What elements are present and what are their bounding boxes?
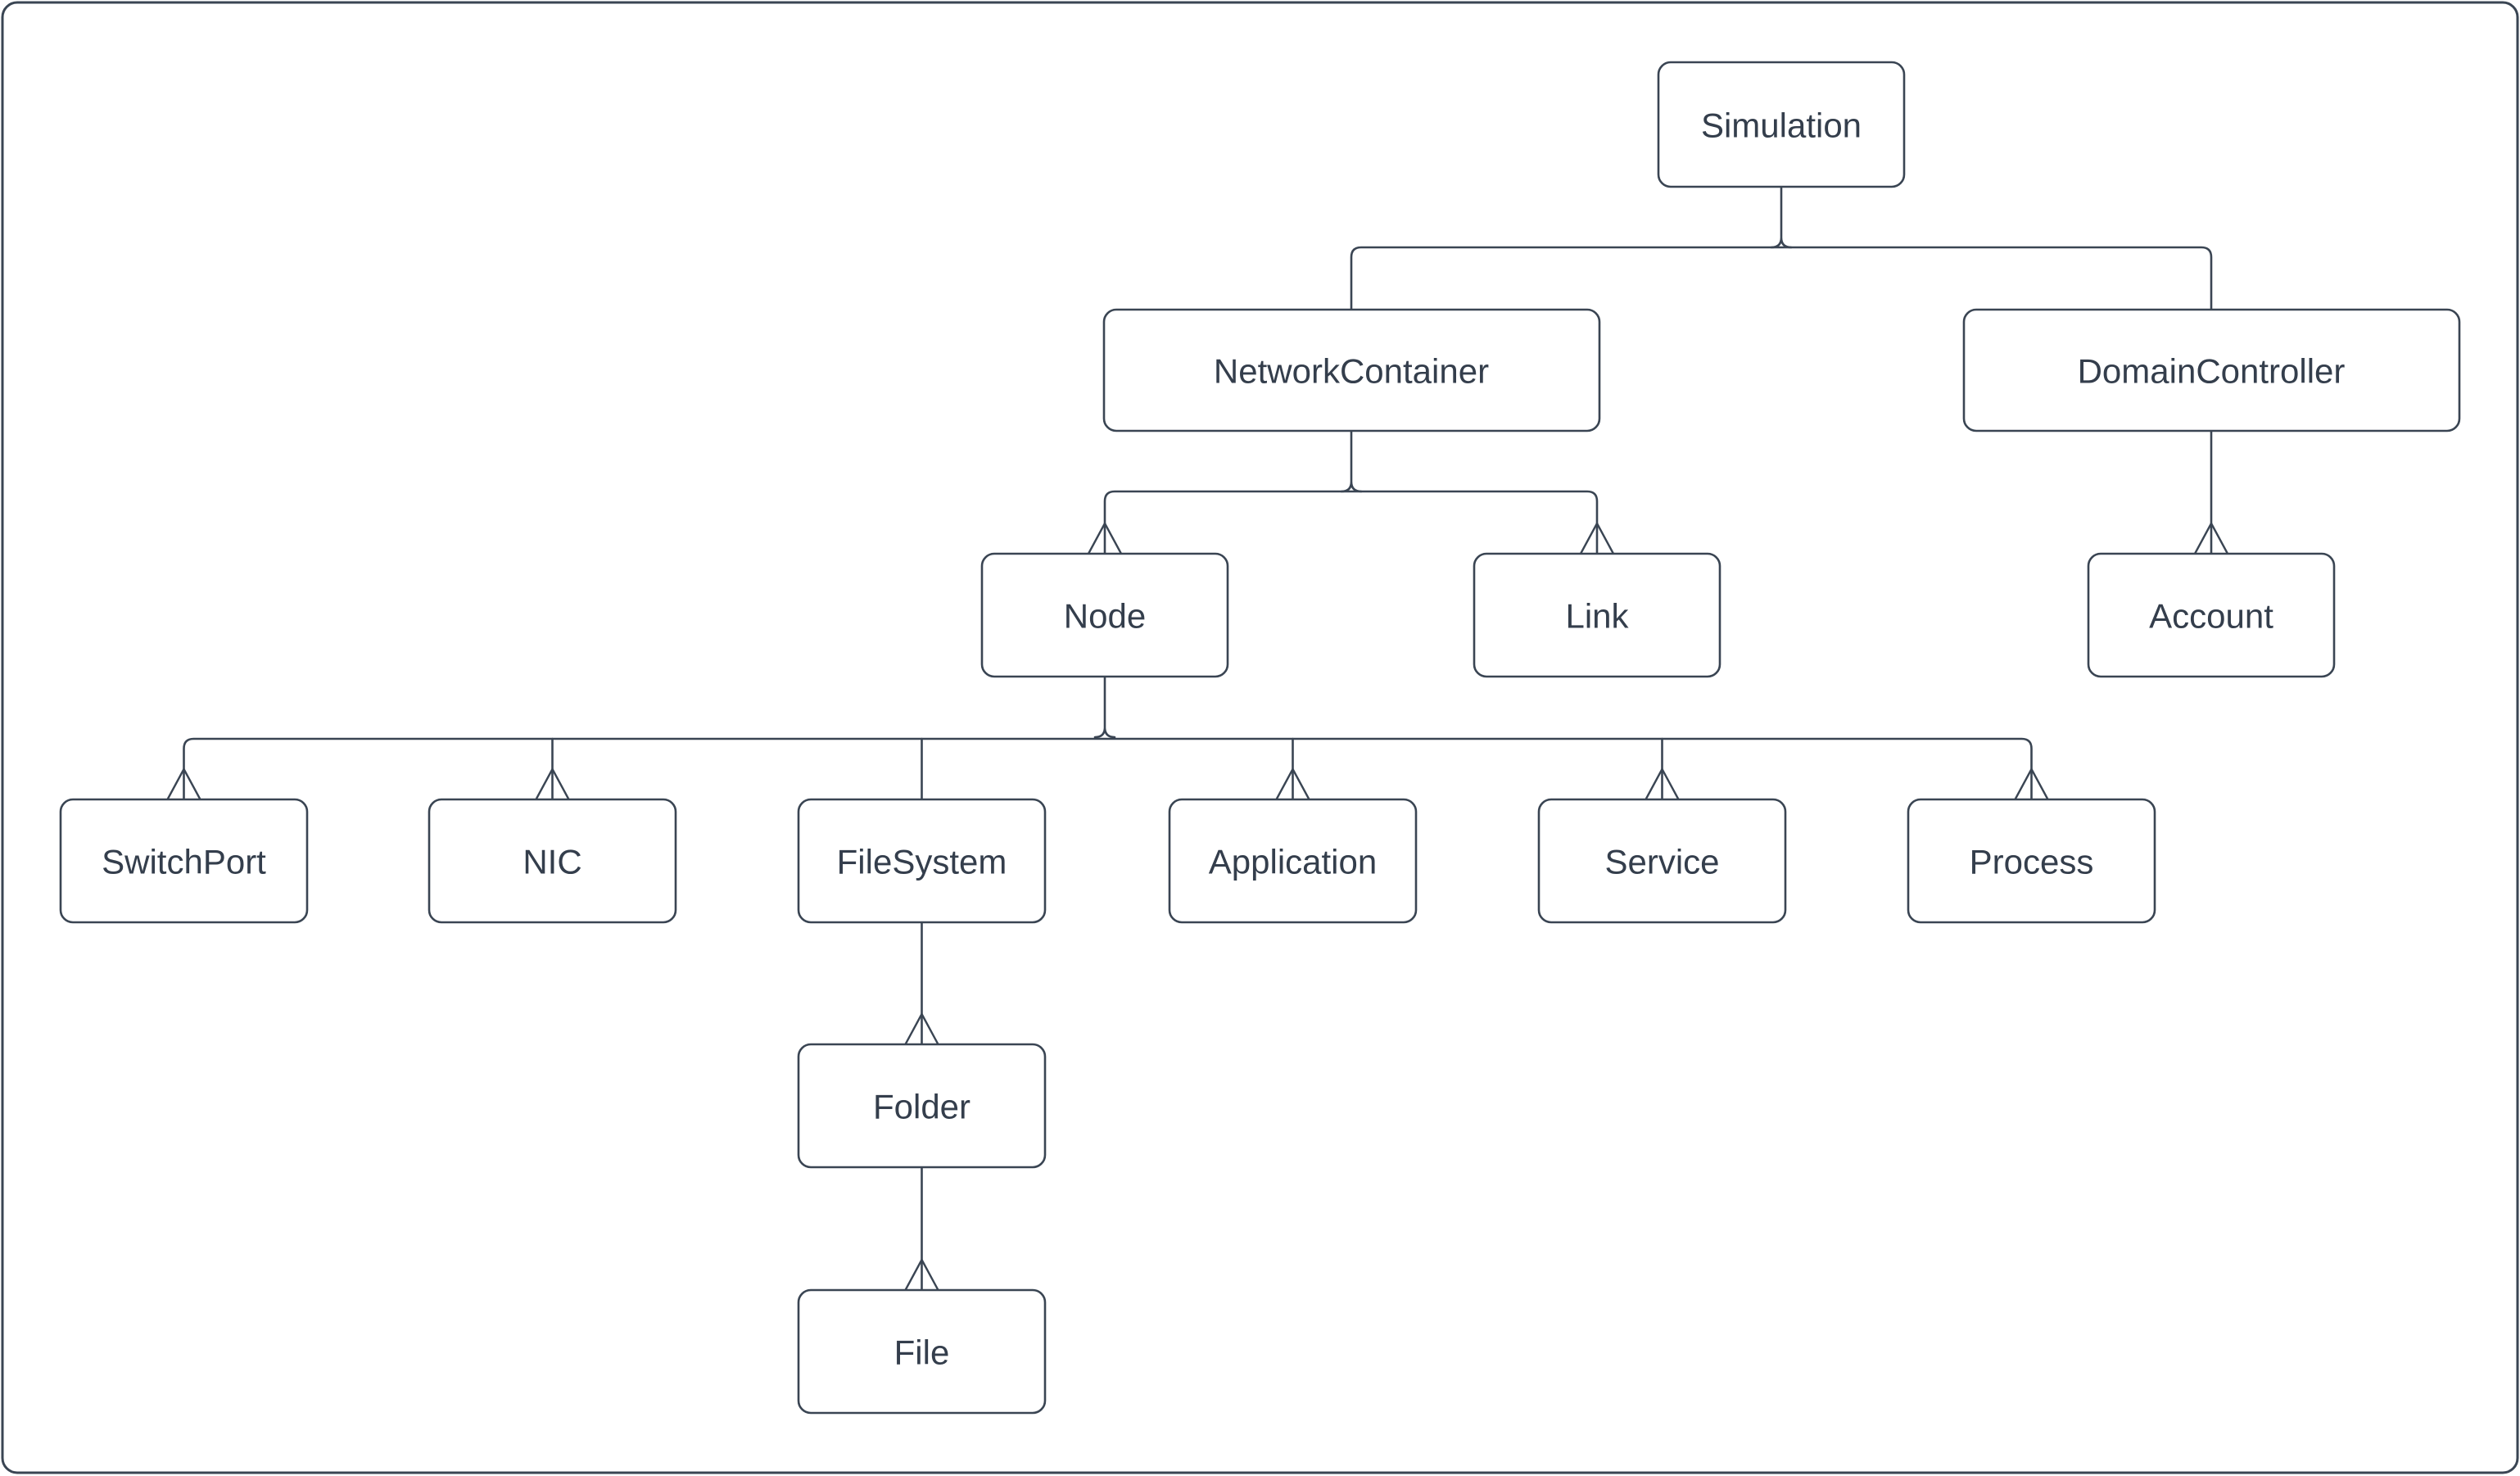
open-arrowhead-link-icon xyxy=(1579,522,1615,555)
simulation-label: Simulation xyxy=(1701,106,1862,145)
file-box xyxy=(797,1288,1047,1415)
diagram-node-switchport: SwitchPort xyxy=(59,798,309,924)
account-label: Account xyxy=(2149,597,2273,636)
application-box xyxy=(1168,798,1418,924)
open-arrowhead-service-icon xyxy=(1645,767,1680,800)
account-box xyxy=(2087,552,2336,678)
open-arrowhead-process-icon xyxy=(2014,767,2049,800)
domaincontroller-label: DomainController xyxy=(2078,352,2346,391)
diagram-node-link: Link xyxy=(1473,552,1721,678)
filesystem-label: FileSystem xyxy=(837,843,1007,881)
open-arrowhead-nic-icon xyxy=(535,767,570,800)
diagram-node-networkcontainer: NetworkContainer xyxy=(1102,308,1601,432)
open-arrowhead-switchport-icon xyxy=(166,767,201,800)
diagram-node-folder: Folder xyxy=(797,1043,1047,1169)
service-label: Service xyxy=(1604,843,1719,881)
diagram-node-domaincontroller: DomainController xyxy=(1962,308,2461,432)
node-label: Node xyxy=(1064,597,1146,636)
networkcontainer-box xyxy=(1102,308,1601,432)
open-arrowhead-node-icon xyxy=(1087,522,1123,555)
connector-networkcontainer-drop xyxy=(1340,429,1363,493)
process-box xyxy=(1907,798,2156,924)
switchport-label: SwitchPort xyxy=(102,843,266,881)
folder-box xyxy=(797,1043,1047,1169)
link-box xyxy=(1473,552,1721,678)
open-arrowhead-account-icon xyxy=(2193,522,2229,555)
connector-rail-networkcontainer-children xyxy=(1103,490,1599,555)
nic-label: NIC xyxy=(523,843,581,881)
diagram-node-file: File xyxy=(797,1288,1047,1415)
diagram-node-process: Process xyxy=(1907,798,2156,924)
open-arrowhead-application-icon xyxy=(1275,767,1310,800)
process-label: Process xyxy=(1970,843,2094,881)
diagram-node-nic: NIC xyxy=(428,798,677,924)
diagram-node-node: Node xyxy=(980,552,1229,678)
open-arrowhead-file-icon xyxy=(904,1258,939,1291)
diagram-node-service: Service xyxy=(1537,798,1787,924)
open-arrowhead-folder-icon xyxy=(904,1012,939,1045)
node-box xyxy=(980,552,1229,678)
filesystem-box xyxy=(797,798,1047,924)
nic-box xyxy=(428,798,677,924)
link-label: Link xyxy=(1565,597,1629,636)
service-box xyxy=(1537,798,1787,924)
simulation-box xyxy=(1657,61,1906,188)
diagram-node-simulation: Simulation xyxy=(1657,61,1906,188)
diagram-node-account: Account xyxy=(2087,552,2336,678)
switchport-box xyxy=(59,798,309,924)
connector-rail-node-children xyxy=(183,737,2033,801)
connector-rail-simulation-children xyxy=(1350,246,2213,311)
diagram-node-application: Application xyxy=(1168,798,1418,924)
domaincontroller-box xyxy=(1962,308,2461,432)
networkcontainer-label: NetworkContainer xyxy=(1214,352,1489,391)
connector-node-drop xyxy=(1093,675,1116,739)
application-label: Application xyxy=(1209,843,1377,881)
file-label: File xyxy=(894,1333,950,1372)
folder-label: Folder xyxy=(873,1088,970,1126)
connector-simulation-drop xyxy=(1770,185,1793,249)
diagram-node-filesystem: FileSystem xyxy=(797,798,1047,924)
